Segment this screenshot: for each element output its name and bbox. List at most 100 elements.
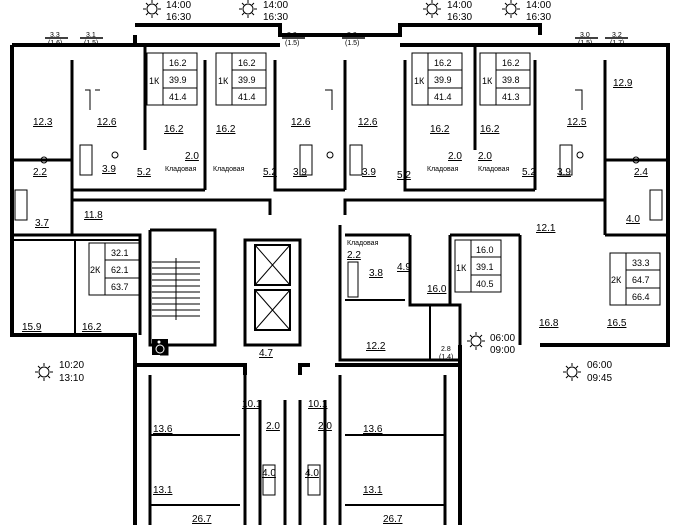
sun-icon [502,0,520,18]
room-area: 10.1 [308,399,328,410]
room-area: 12.5 [567,117,587,128]
room-area: 13.6 [153,424,173,435]
balcony-area: 3.0 [287,32,297,39]
sun-start: 14:00 [447,0,472,11]
sun-icon [35,363,53,381]
balcony-area: 3.1 [86,32,96,39]
room-area: 15.9 [22,322,42,333]
storage-label: Кладовая [427,166,459,173]
apartment-card: 1К 16.2 39.9 41.4 [411,52,463,106]
apt-type: 2К [611,275,622,285]
apt-total: 64.7 [632,275,650,285]
balcony-reduced: (1.5) [285,40,299,47]
sun-icon [563,363,581,381]
room-area: 26.7 [192,514,212,525]
sun-icon [143,0,161,18]
room-area: 12.9 [613,78,633,89]
apartment-card: 2К 33.3 64.7 66.4 [609,252,661,306]
apartment-card: 1К 16.2 39.9 41.4 [215,52,267,106]
sun-start: 14:00 [166,0,191,11]
room-area: 12.3 [33,117,53,128]
apt-living: 16.2 [169,58,187,68]
room-area: 3.9 [293,167,307,178]
apt-gross: 41.4 [169,92,187,102]
room-area: 4.9 [397,262,411,273]
apt-gross: 41.4 [434,92,452,102]
sun-end: 09:00 [490,345,515,356]
storage-label: Кладовая [165,166,197,173]
apartment-card: 1К 16.2 39.8 41.3 [479,52,531,106]
sun-end: 16:30 [447,12,472,23]
room-area: 3.9 [102,164,116,175]
storage-label: Кладовая [213,166,245,173]
apt-type: 1К [456,263,467,273]
apt-living: 16.2 [238,58,256,68]
apt-total: 39.8 [502,75,520,85]
apt-total: 39.1 [476,262,494,272]
balcony-reduced: (1.5) [345,40,359,47]
room-area: 4.0 [626,214,640,225]
room-area: 4.7 [259,348,273,359]
balcony-area: 2.8 [441,346,451,353]
room-area: 2.0 [318,421,332,432]
room-area: 12.1 [536,223,556,234]
room-area: 2.2 [33,167,47,178]
sun-start: 14:00 [263,0,288,11]
balcony-labels: 3.3 (1.6) 3.1 (1.5) 3.0 (1.5) 3.0 (1.5) … [48,32,624,361]
apt-gross: 63.7 [111,282,129,292]
apt-living: 16.0 [476,245,494,255]
sun-icon [467,332,485,350]
balcony-area: 3.2 [612,32,622,39]
room-area: 16.2 [480,124,500,135]
apt-type: 1К [482,76,493,86]
apt-gross: 41.4 [238,92,256,102]
storage-label: Кладовая [347,240,379,247]
room-area: 12.2 [366,341,386,352]
apt-living: 16.2 [502,58,520,68]
room-area: 5.2 [522,167,536,178]
apt-type: 1К [414,76,425,86]
sun-start: 10:20 [59,360,84,371]
apt-living: 33.3 [632,258,650,268]
apt-gross: 41.3 [502,92,520,102]
sun-indicators: 14:00 16:30 14:00 16:30 14:00 16:30 14:0… [35,0,612,384]
apt-total: 62.1 [111,265,129,275]
apt-living: 16.2 [434,58,452,68]
walls [10,23,670,525]
room-area: 13.1 [153,485,173,496]
room-area: 16.8 [539,318,559,329]
balcony-area: 3.0 [347,32,357,39]
room-area: 2.0 [185,151,199,162]
room-area: 3.9 [557,167,571,178]
room-area: 13.1 [363,485,383,496]
balcony-reduced: (1.5) [84,40,98,47]
room-area: 2.0 [266,421,280,432]
storage-label: Кладовая [478,166,510,173]
room-area: 4.0 [262,468,276,479]
apt-type: 2К [90,265,101,275]
room-area: 16.2 [82,322,102,333]
room-area: 4.0 [305,468,319,479]
room-labels: 12.3 12.6 16.2 16.2 12.6 12.6 16.2 16.2 … [22,78,648,525]
room-area: 16.5 [607,318,627,329]
apt-total: 39.9 [238,75,256,85]
apt-gross: 66.4 [632,292,650,302]
sun-end: 16:30 [526,12,551,23]
sun-end: 16:30 [263,12,288,23]
apartment-card: 1К 16.2 39.9 41.4 [146,52,198,106]
apt-total: 39.9 [169,75,187,85]
balcony-reduced: (1.5) [578,40,592,47]
room-area: 11.8 [84,210,103,221]
apt-total: 39.9 [434,75,452,85]
room-area: 3.8 [369,268,383,279]
room-area: 3.9 [362,167,376,178]
sun-icon [423,0,441,18]
room-area: 16.2 [164,124,184,135]
sun-end: 16:30 [166,12,191,23]
room-area: 12.6 [97,117,117,128]
balcony-reduced: (1.4) [439,354,453,361]
storage-labels: Кладовая Кладовая Кладовая Кладовая Клад… [165,166,510,247]
room-area: 26.7 [383,514,403,525]
room-area: 5.2 [397,170,411,181]
